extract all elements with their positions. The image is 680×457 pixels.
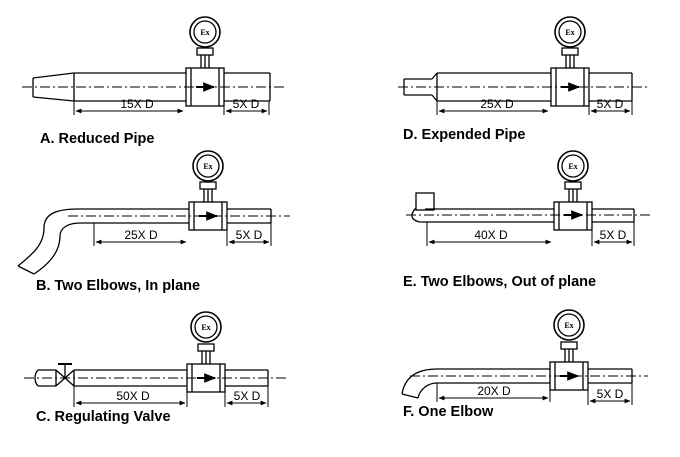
downstream-pipe — [592, 208, 635, 223]
single-elbow — [401, 368, 438, 399]
downstream-length-label: 5X D — [236, 228, 263, 242]
downstream-length-label: 5X D — [234, 389, 261, 403]
panel-reduced-pipe: Ex — [22, 16, 285, 115]
upstream-pipe — [437, 368, 550, 384]
panel-caption: C. Regulating Valve — [36, 409, 171, 425]
transmitter-label: Ex — [200, 28, 209, 37]
downstream-length-label: 5X D — [597, 387, 624, 401]
panel-two-elbows-out-of-plane: Ex — [406, 150, 650, 246]
transmitter-label: Ex — [203, 162, 212, 171]
double-elbow — [17, 208, 81, 275]
panel-caption: D. Expended Pipe — [403, 127, 525, 143]
panel-caption: B. Two Elbows, In plane — [36, 278, 200, 294]
inlet-pipe — [34, 369, 56, 387]
expander-cone — [431, 72, 438, 102]
panel-one-elbow: Ex — [401, 309, 648, 405]
upstream-pipe — [74, 369, 187, 387]
upstream-pipe — [73, 72, 186, 102]
upstream-length-label: 25X D — [124, 228, 158, 242]
panel-two-elbows-in-plane: Ex — [17, 150, 290, 275]
transmitter-label: Ex — [568, 162, 577, 171]
transmitter-label: Ex — [201, 323, 210, 332]
upstream-length-label: 20X D — [477, 384, 511, 398]
panel-expended-pipe: Ex — [398, 16, 648, 115]
downstream-length-label: 5X D — [233, 97, 260, 111]
downstream-length-label: 5X D — [597, 97, 624, 111]
out-of-plane-elbow — [415, 192, 435, 211]
reducer-cone — [32, 72, 75, 102]
panel-caption: F. One Elbow — [403, 404, 494, 420]
panel-caption: E. Two Elbows, Out of plane — [403, 274, 596, 290]
panel-caption: A. Reduced Pipe — [40, 131, 154, 147]
upstream-length-label: 25X D — [480, 97, 514, 111]
upstream-length-label: 15X D — [120, 97, 154, 111]
upstream-pipe — [420, 208, 554, 223]
panel-regulating-valve: Ex — [24, 311, 286, 407]
downstream-length-label: 5X D — [600, 228, 627, 242]
upstream-length-label: 50X D — [116, 389, 150, 403]
transmitter-label: Ex — [564, 321, 573, 330]
transmitter-label: Ex — [565, 28, 574, 37]
upstream-pipe — [78, 208, 189, 224]
upstream-length-label: 40X D — [474, 228, 508, 242]
